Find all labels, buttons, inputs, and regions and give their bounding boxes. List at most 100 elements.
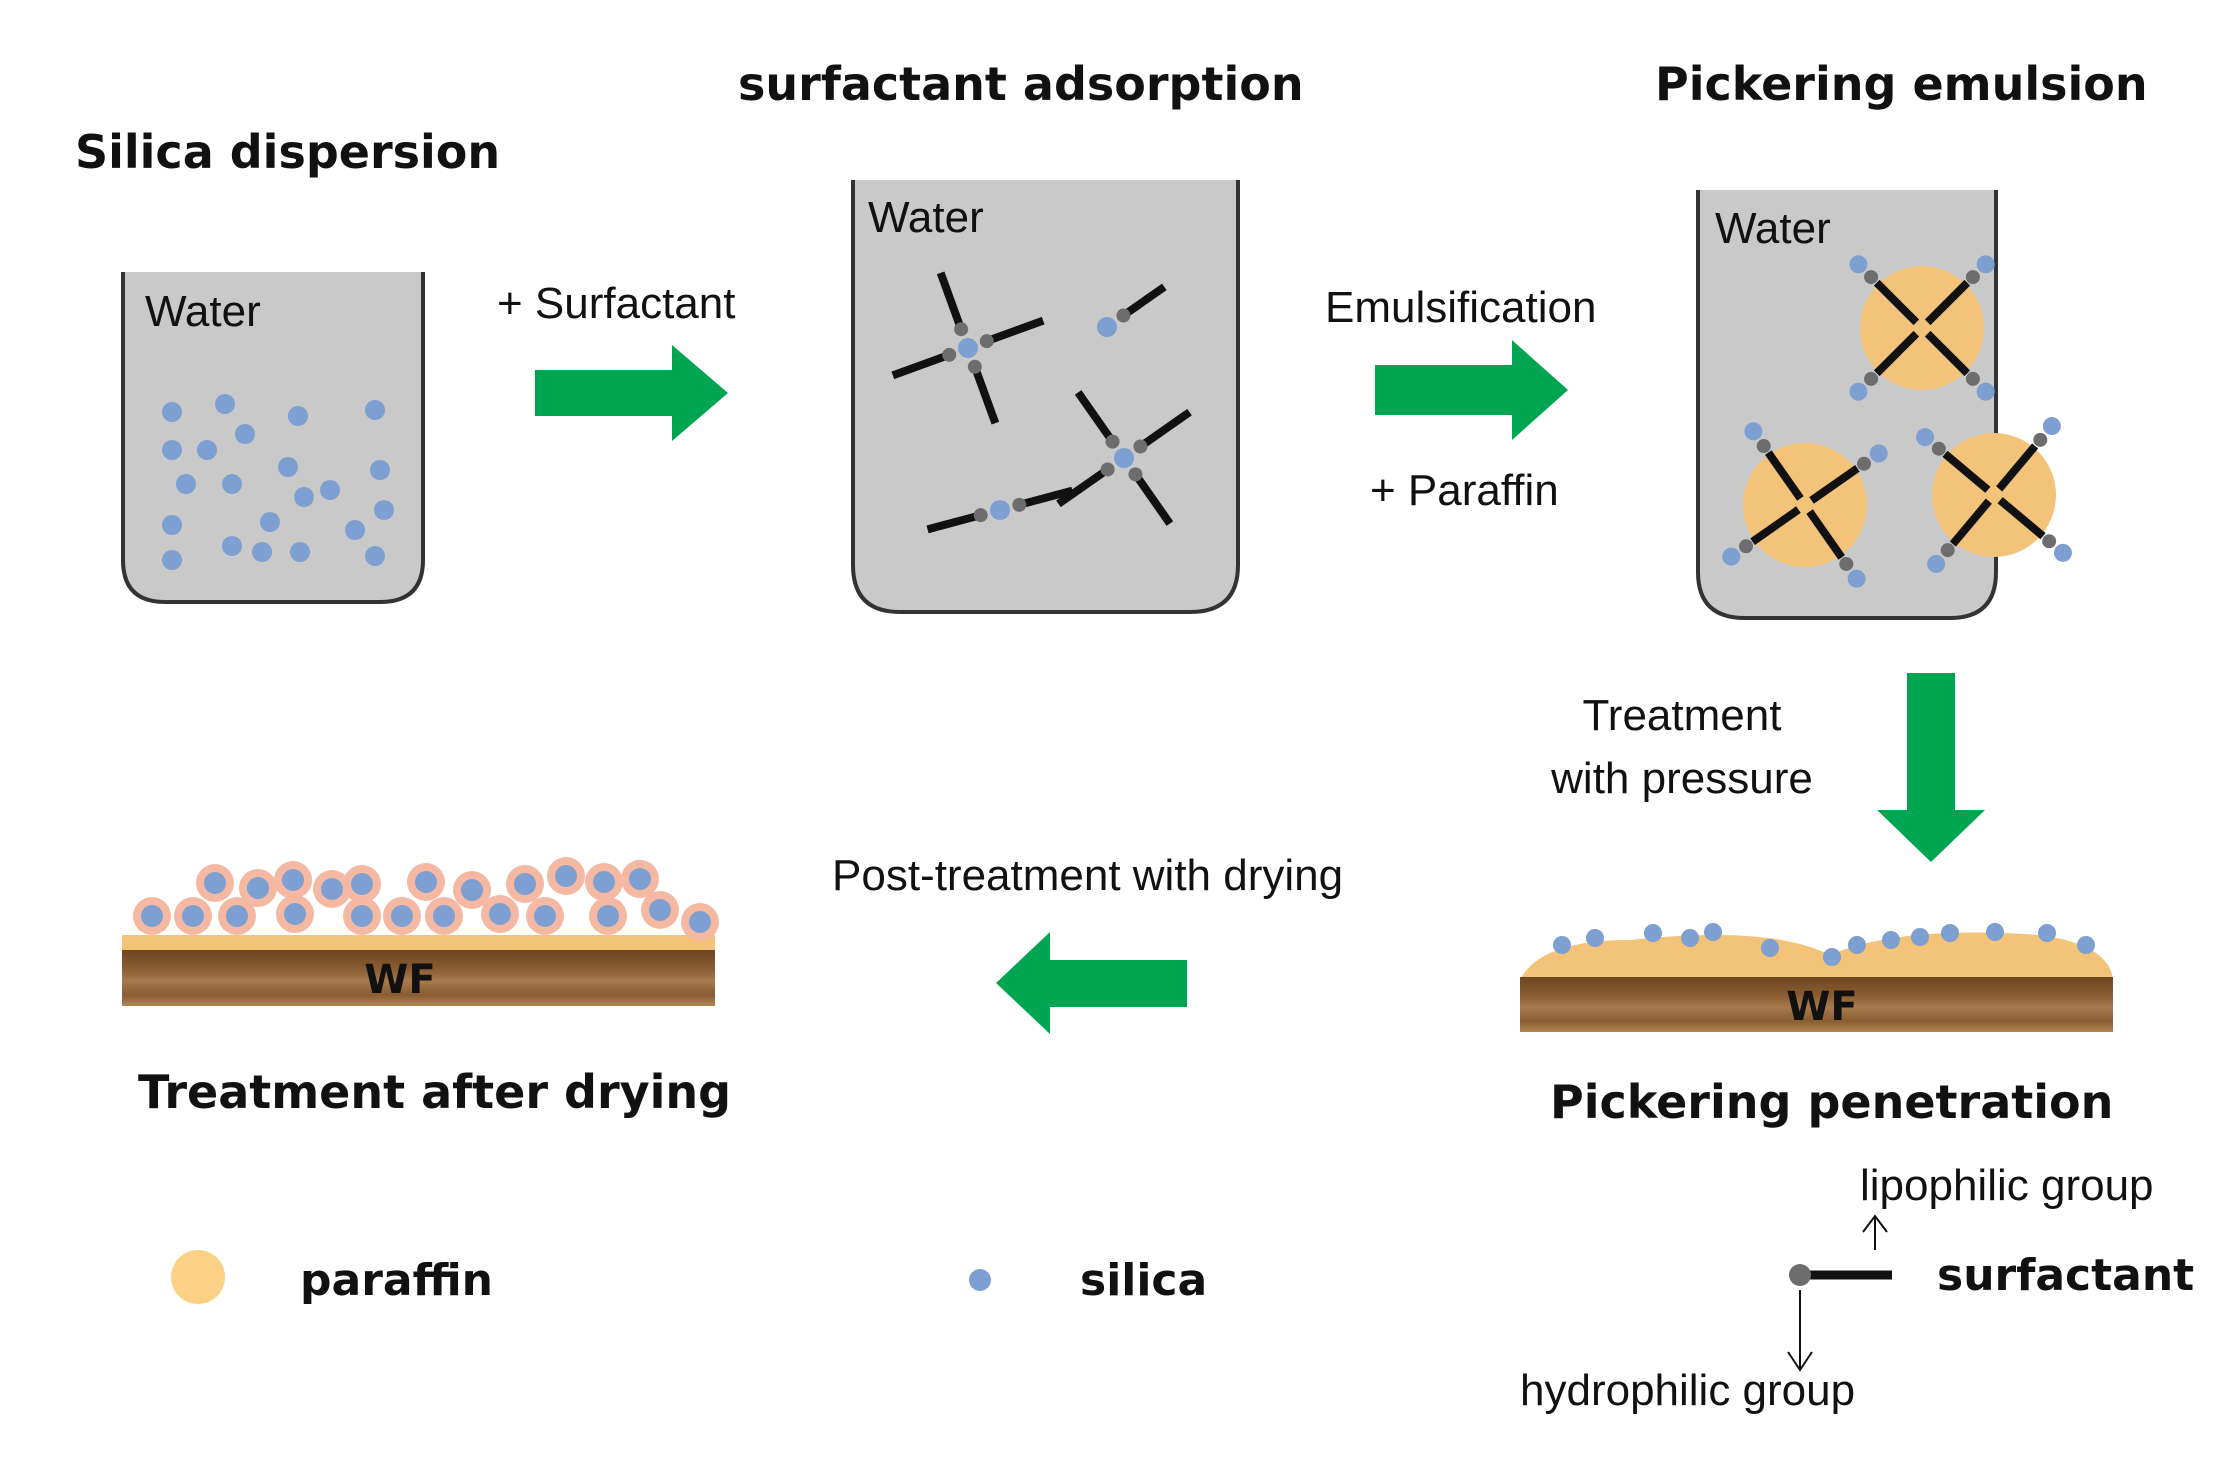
- left-arrow-icon: [996, 932, 1187, 1034]
- surfactant-head: [1116, 308, 1131, 323]
- silica-particle: [2038, 924, 2056, 942]
- surfactant-head: [954, 322, 969, 337]
- silica-particle: [1761, 939, 1779, 957]
- surfactant-head: [1100, 462, 1115, 477]
- silica-particle: [226, 905, 248, 927]
- surfactant-head: [1839, 556, 1854, 571]
- surfactant-head: [1965, 270, 1980, 285]
- silica-particle: [1823, 948, 1841, 966]
- silica-particle: [1704, 923, 1722, 941]
- paraffin-film: [1520, 932, 2113, 980]
- silica-particle: [141, 905, 163, 927]
- surfactant-tail: [1873, 279, 1920, 326]
- arrow-post-treatment: Post-treatment with drying: [832, 851, 1343, 1034]
- surfactant-head: [979, 334, 994, 349]
- surfactant-head: [1739, 539, 1754, 554]
- silica-particle: [351, 905, 373, 927]
- legend-paraffin: paraffin: [300, 1255, 493, 1306]
- surfactant-head: [967, 359, 982, 374]
- silica-particle: [534, 905, 556, 927]
- silica-particle: [1911, 928, 1929, 946]
- beaker-body: [121, 272, 425, 604]
- surfactant-tail: [1949, 498, 1992, 547]
- silica-particle: [649, 899, 671, 921]
- surfactant-tail: [1750, 506, 1801, 545]
- silica-particle: [345, 520, 365, 540]
- silica-particle: [1681, 929, 1699, 947]
- silica-particle: [597, 905, 619, 927]
- surfactant-tail: [1942, 450, 1991, 493]
- surfactant-head: [1965, 371, 1980, 386]
- silica-particle: [629, 868, 651, 890]
- title-treatment-after-drying: Treatment after drying: [138, 1065, 731, 1119]
- silica-particle: [1976, 382, 1995, 401]
- silica-particle: [689, 911, 711, 933]
- step-add-surfactant: + Surfactant: [497, 279, 735, 328]
- silica-legend-icon: [969, 1269, 991, 1291]
- legend-silica: silica: [1080, 1255, 1207, 1306]
- silica-particle: [1848, 936, 1866, 954]
- arrow-add-surfactant: + Surfactant: [497, 279, 735, 441]
- silica-particle: [1976, 255, 1995, 274]
- surfactant-tail: [1997, 497, 2046, 540]
- step-treatment-line1: Treatment: [1583, 691, 1782, 740]
- right-arrow-icon: [1375, 340, 1568, 440]
- legend-hydrophilic: hydrophilic group: [1520, 1366, 1855, 1415]
- silica-particle: [1847, 569, 1866, 588]
- wood-penetration: WF: [1520, 923, 2113, 1032]
- paraffin-droplets: [1722, 255, 2072, 588]
- surfactant-tail: [985, 316, 1045, 345]
- silica-particle: [489, 903, 511, 925]
- beaker-surfactant-adsorption: Water: [851, 180, 1240, 614]
- beaker-body: [851, 180, 1240, 614]
- silica-particle: [433, 905, 455, 927]
- surfactant-head: [942, 347, 957, 362]
- surfactant-head: [973, 508, 988, 523]
- silica-particle: [222, 474, 242, 494]
- silica-particle: [162, 550, 182, 570]
- arrow-emulsification: Emulsification + Paraffin: [1325, 283, 1596, 515]
- surfactant-head: [1864, 270, 1879, 285]
- substrate-label: WF: [1786, 984, 1857, 1030]
- silica-particle: [162, 515, 182, 535]
- surfactant-tail: [1765, 450, 1804, 501]
- surface-silica: [1553, 923, 2095, 966]
- surfactant-tail: [1138, 408, 1192, 450]
- legend: paraffin silica lipophilic group surfact…: [171, 1161, 2194, 1415]
- silica-particle: [320, 480, 340, 500]
- surfactant-tail: [936, 271, 965, 331]
- dispersed-silica-particles: [162, 394, 394, 570]
- surfactant-head: [1864, 371, 1879, 386]
- surfactant-tail: [891, 351, 951, 380]
- silica-particle: [1097, 317, 1117, 337]
- silica-particle: [215, 394, 235, 414]
- down-arrow-icon: [1877, 673, 1985, 862]
- beaker-silica-dispersion: Water: [121, 272, 425, 604]
- silica-particle: [1869, 444, 1888, 463]
- water-label: Water: [145, 287, 261, 336]
- silica-particle: [514, 873, 536, 895]
- wood-after-drying: WF: [122, 857, 719, 1006]
- silica-particle: [1114, 448, 1134, 468]
- silica-particle: [294, 487, 314, 507]
- beaker-pickering-emulsion: Water: [1696, 190, 2072, 620]
- surfactant-head: [1931, 441, 1946, 456]
- silica-particle: [1722, 547, 1741, 566]
- silica-particle: [555, 865, 577, 887]
- surfactant-head: [2042, 534, 2057, 549]
- silica-particle: [391, 905, 413, 927]
- silica-particle: [351, 873, 373, 895]
- surfactant-tail: [1873, 330, 1920, 377]
- silica-particle: [593, 871, 615, 893]
- silica-particle: [958, 338, 978, 358]
- water-label: Water: [1715, 204, 1831, 253]
- silica-particle: [1644, 924, 1662, 942]
- title-pickering-penetration: Pickering penetration: [1550, 1075, 2113, 1129]
- paraffin-droplet: [1932, 433, 2056, 557]
- title-surfactant-adsorption: surfactant adsorption: [738, 57, 1304, 111]
- silica-particle: [365, 400, 385, 420]
- surfactant-head: [1105, 434, 1120, 449]
- coated-silica-particles: [133, 857, 719, 941]
- silica-particle: [222, 536, 242, 556]
- silica-particle: [197, 440, 217, 460]
